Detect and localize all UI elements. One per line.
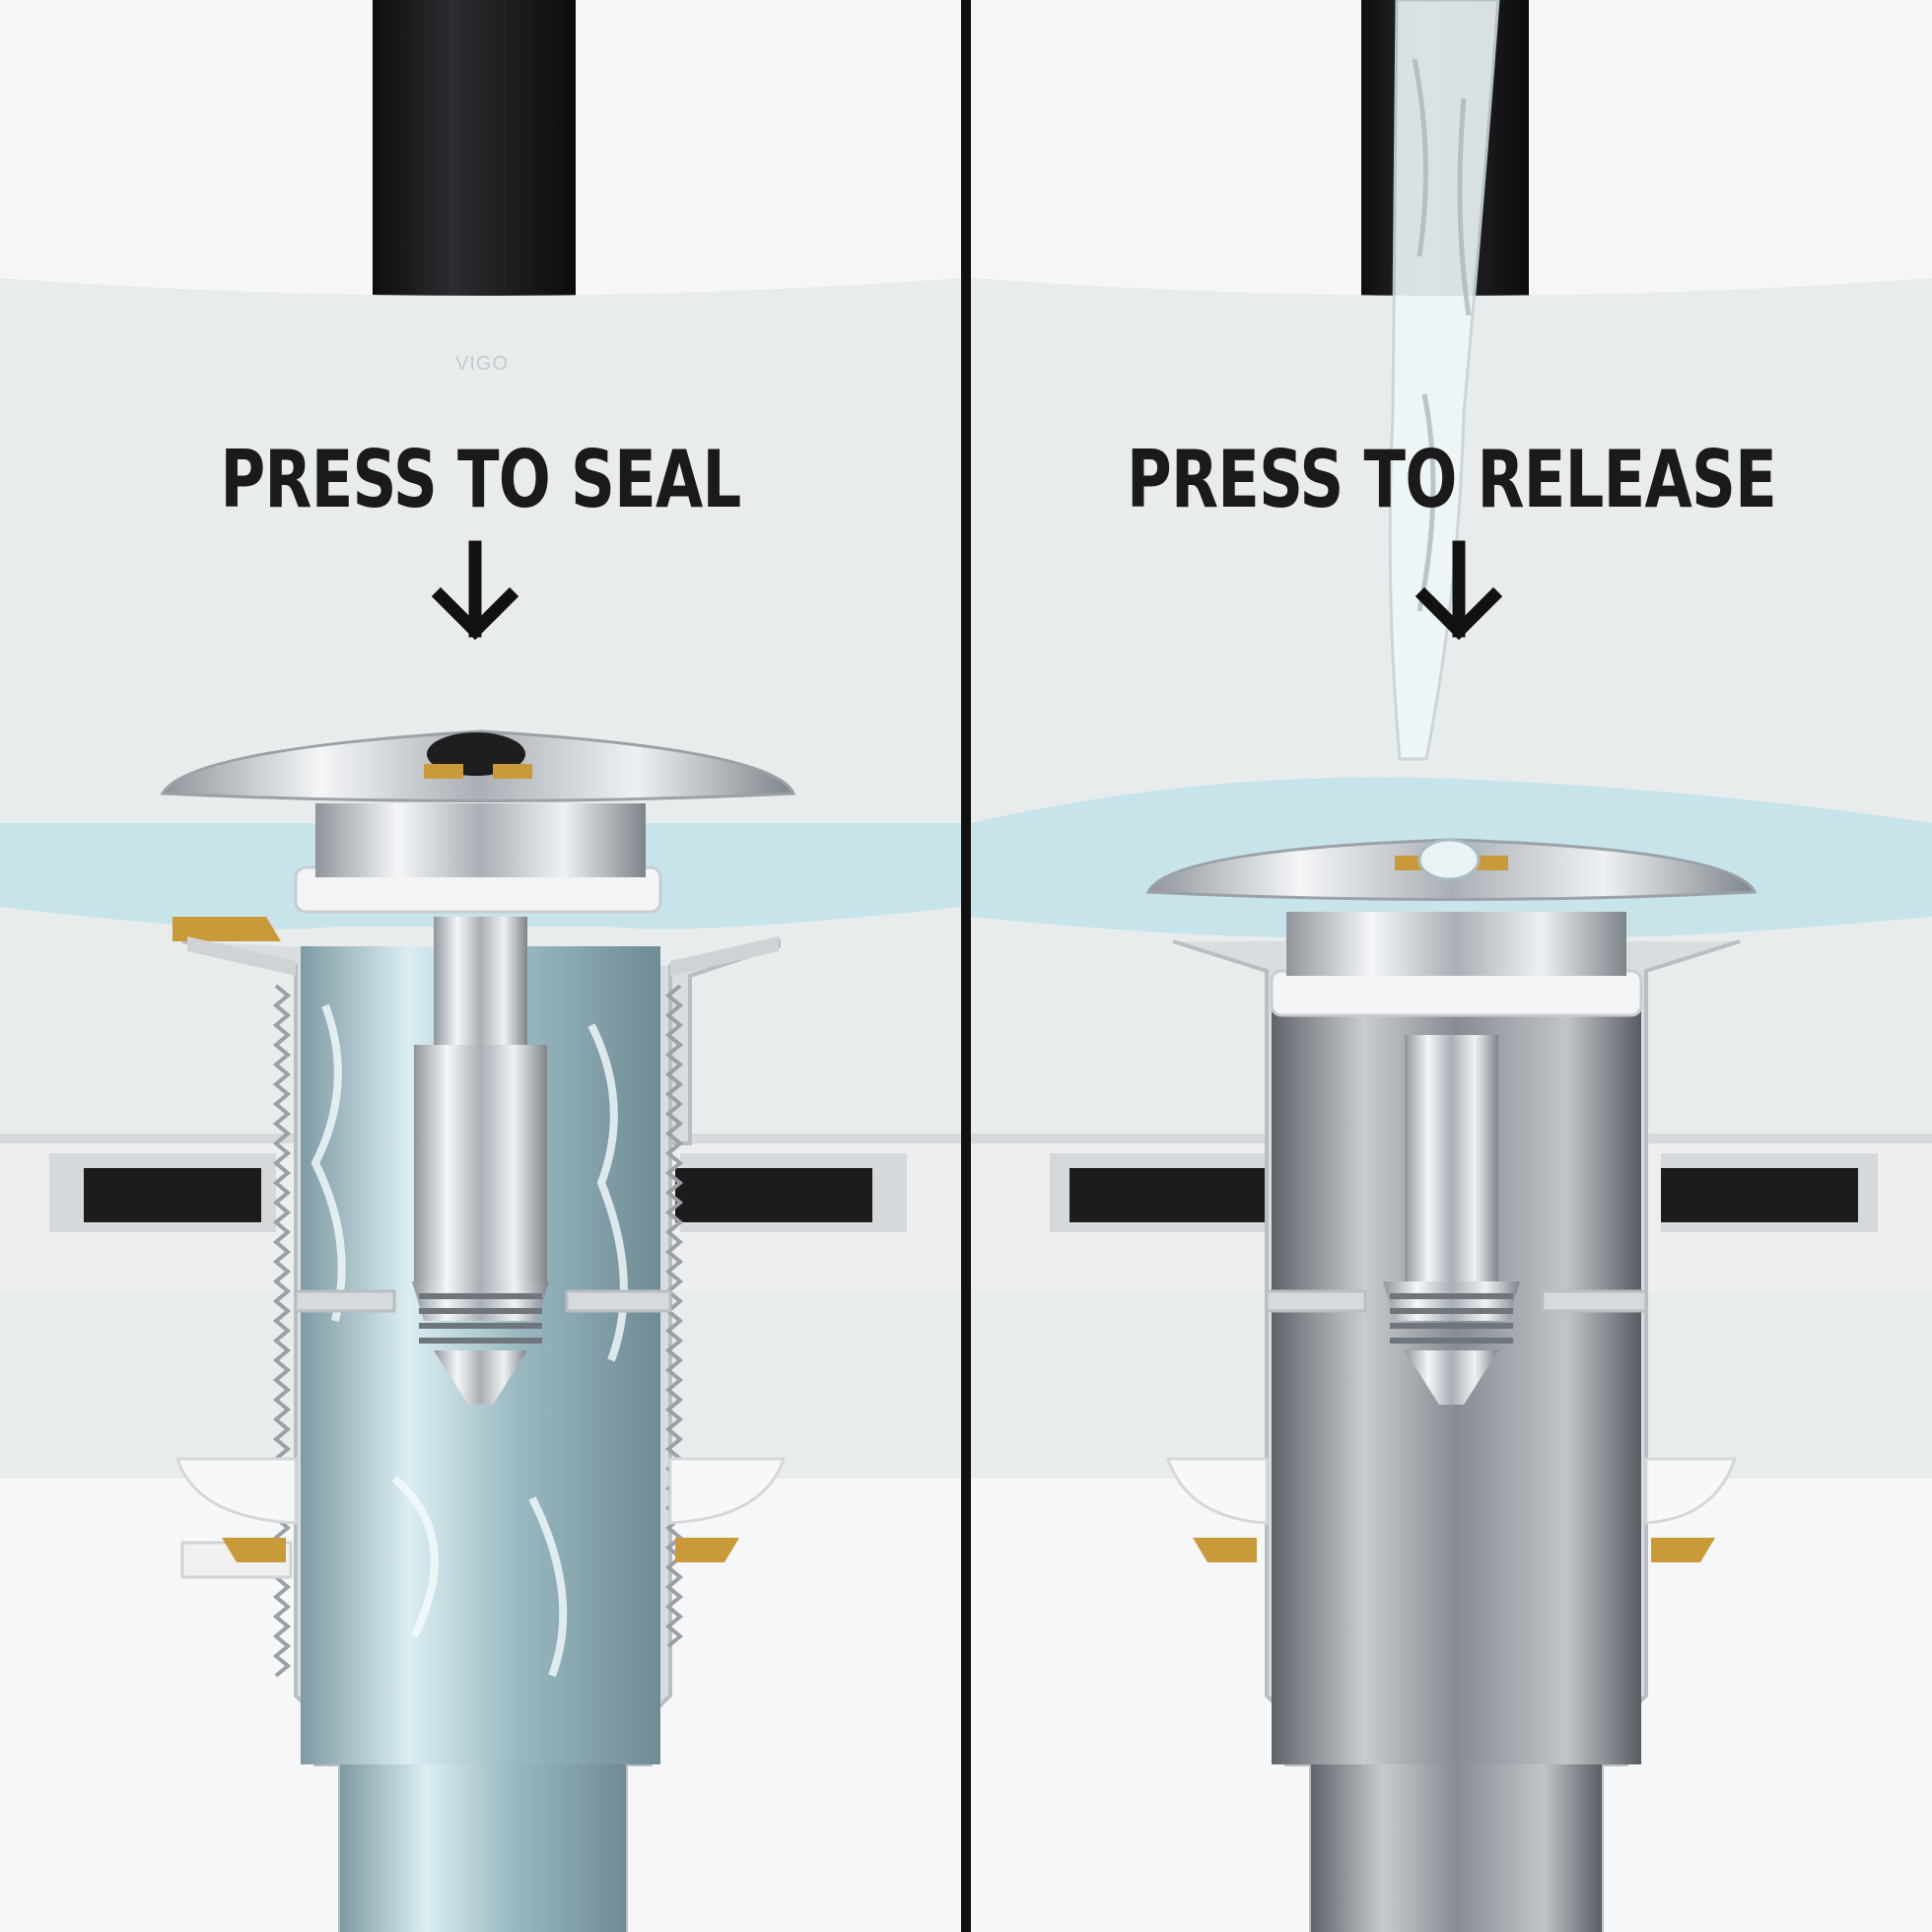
caption-press-to-release: PRESS TO RELEASE: [1126, 434, 1777, 525]
cap-neck: [1286, 912, 1626, 976]
arrow-down-icon: [1414, 540, 1503, 641]
brand-mark: VIGO: [455, 353, 510, 375]
faucet: [373, 0, 576, 296]
tail-pipe: [1311, 1764, 1602, 1932]
brass-washer-left: [172, 917, 281, 941]
cap-neck: [315, 803, 646, 877]
thread-right: [664, 984, 684, 1648]
tail-pipe: [340, 1764, 626, 1932]
caption-press-to-seal: PRESS TO SEAL: [220, 434, 741, 525]
panel-press-to-release: PRESS TO RELEASE: [971, 0, 1932, 1932]
water-stream: [1388, 0, 1500, 761]
panel-divider: [961, 0, 971, 1932]
spring-thread: [419, 1293, 542, 1344]
release-illustration: [971, 0, 1932, 1932]
arrow-down-icon: [431, 540, 519, 641]
panel-press-to-seal: VIGO PRESS TO SEAL: [0, 0, 961, 1932]
seal-illustration: [0, 0, 961, 1932]
stem-tip: [1405, 1350, 1498, 1405]
seal-gasket: [1270, 969, 1643, 1017]
stem-tip: [434, 1350, 527, 1405]
plunger-stem: [1405, 1035, 1498, 1281]
plunger-stem: [434, 917, 527, 1045]
spring-thread: [1390, 1293, 1513, 1344]
